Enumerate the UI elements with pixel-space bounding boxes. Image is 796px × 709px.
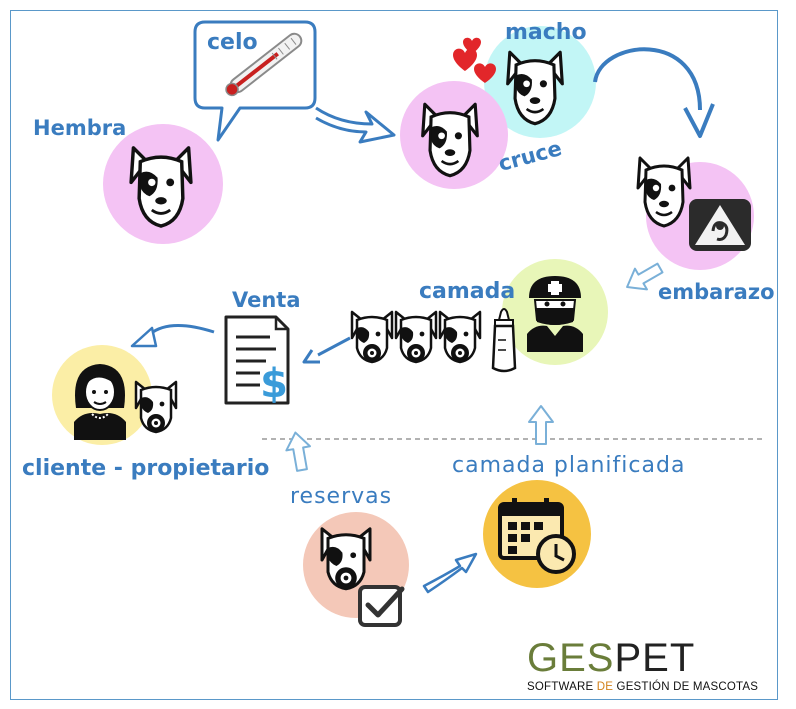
- arrow-icon: [422, 552, 478, 594]
- macho-label: macho: [505, 20, 587, 45]
- brand-name: GESPET: [527, 638, 777, 678]
- diagram-frame: [10, 10, 778, 700]
- celo-label: celo: [207, 30, 258, 55]
- calendar-clock-icon: [498, 498, 576, 574]
- hearts-icon: [453, 37, 496, 83]
- veterinarian-icon: [527, 276, 583, 352]
- thermometer-icon: [225, 32, 303, 97]
- tagline-part2: DE: [596, 681, 614, 693]
- tagline-part1: SOFTWARE: [527, 681, 594, 693]
- arrow-icon: [593, 47, 715, 138]
- arrow-icon: [302, 336, 351, 364]
- puppy-icon: [394, 310, 438, 364]
- puppy-icon: [438, 310, 482, 364]
- brand-tagline: SOFTWARE DE GESTIÓN DE MASCOTAS: [527, 681, 777, 693]
- brand-name-part1: GES: [527, 636, 615, 680]
- camada-planificada-label: camada planificada: [452, 453, 686, 478]
- venta-label: Venta: [232, 288, 301, 312]
- arrow-icon: [315, 106, 396, 144]
- brand-name-part2: PET: [614, 636, 696, 680]
- baby-bottle-icon: [491, 308, 517, 373]
- checkbox-icon: [358, 585, 405, 627]
- arrow-icon: [282, 429, 315, 474]
- woman-icon: [74, 364, 126, 440]
- tagline-part3: GESTIÓN DE MASCOTAS: [616, 681, 759, 693]
- cliente-propietario-label: cliente - propietario: [22, 456, 270, 481]
- arrow-icon: [130, 323, 215, 348]
- reservas-label: reservas: [290, 484, 393, 509]
- svg-text:$: $: [260, 361, 288, 407]
- gespet-logo: GESPET SOFTWARE DE GESTIÓN DE MASCOTAS: [527, 638, 777, 693]
- embarazo-label: embarazo: [658, 280, 775, 304]
- invoice-dollar-icon: $: [224, 315, 290, 407]
- puppy-icon: [350, 310, 394, 364]
- hembra-label: Hembra: [33, 116, 127, 140]
- ultrasound-icon: [689, 199, 751, 251]
- camada-label: camada: [419, 279, 516, 304]
